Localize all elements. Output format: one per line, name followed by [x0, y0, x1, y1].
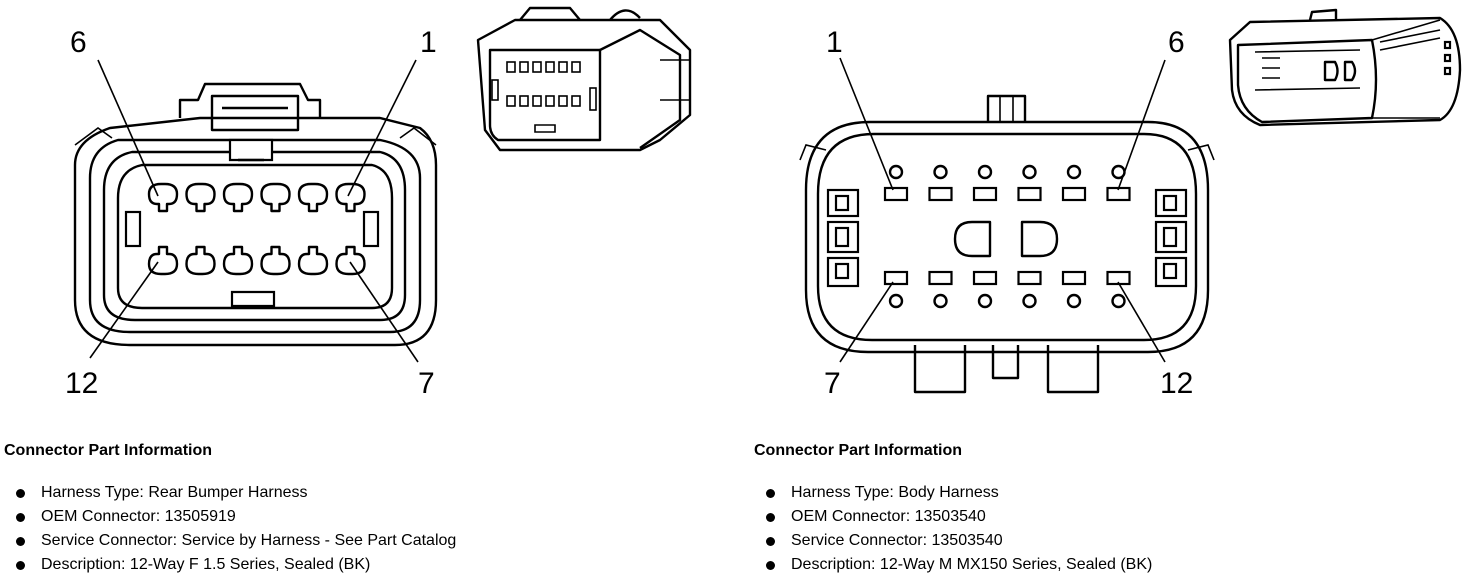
- left-pin-label-1: 1: [420, 26, 437, 59]
- left-connector-3d-view: [476, 6, 692, 152]
- bullet-icon: [16, 489, 25, 498]
- left-cavity-top: [147, 182, 179, 213]
- left-cavity-group: [147, 182, 366, 276]
- bullet-icon: [766, 537, 775, 546]
- left-cavity-top: [335, 182, 366, 213]
- right-pin-label-12: 12: [1160, 367, 1193, 400]
- left-3d-key: [589, 87, 597, 111]
- left-connector-face: 6 1 12 7: [65, 26, 438, 400]
- left-pin-label-6: 6: [70, 26, 87, 59]
- left-3d-cavity: [558, 95, 568, 107]
- left-3d-cavity-group: [491, 61, 597, 111]
- right-pin-hole-bottom: [1111, 293, 1126, 309]
- left-3d-cavity: [545, 95, 555, 107]
- left-3d-key: [491, 79, 499, 101]
- right-pin-bottom: [1017, 270, 1042, 286]
- bullet-icon: [766, 561, 775, 570]
- left-cavity-top: [222, 182, 254, 213]
- right-pin-top: [972, 186, 998, 202]
- list-item: Description: 12-Way F 1.5 Series, Sealed…: [4, 553, 704, 577]
- left-pin-label-12: 12: [65, 367, 98, 400]
- bullet-icon: [16, 513, 25, 522]
- right-pin-bottom: [1061, 270, 1087, 286]
- left-3d-cavity: [558, 61, 568, 73]
- connector-diagram: 6 1 12 7: [65, 6, 1462, 400]
- right-pin-hole-top: [888, 164, 904, 180]
- left-cavity-top: [260, 182, 291, 213]
- right-pin-bottom: [928, 270, 953, 286]
- left-3d-cavity: [532, 95, 542, 107]
- left-cavity-top: [297, 182, 329, 213]
- list-item: Description: 12-Way M MX150 Series, Seal…: [754, 553, 1454, 577]
- right-pin-hole-bottom: [1066, 293, 1082, 309]
- right-pin-hole-top: [933, 164, 948, 180]
- bullet-icon: [16, 537, 25, 546]
- right-info-list: Harness Type: Body Harness OEM Connector…: [754, 481, 1454, 577]
- bullet-icon: [766, 489, 775, 498]
- right-pin-top: [928, 186, 953, 202]
- left-info-heading: Connector Part Information: [4, 442, 213, 459]
- right-pin-hole-bottom: [977, 293, 993, 309]
- left-cavity-bottom: [185, 245, 216, 276]
- right-pin-hole-bottom: [933, 293, 948, 309]
- right-pin-top: [883, 186, 909, 202]
- left-3d-cavity: [519, 61, 529, 73]
- right-connector-3d-view: [1228, 8, 1462, 127]
- list-item: Harness Type: Rear Bumper Harness: [4, 481, 704, 505]
- left-3d-cavity: [571, 95, 581, 107]
- right-pin-bottom: [972, 270, 998, 286]
- bullet-icon: [16, 561, 25, 570]
- right-pin-hole-top: [1066, 164, 1082, 180]
- right-connector-info: Connector Part Information Harness Type:…: [754, 442, 1454, 577]
- left-cavity-bottom: [297, 245, 329, 276]
- bullet-icon: [766, 513, 775, 522]
- right-pin-label-1: 1: [826, 26, 843, 59]
- left-3d-cavity: [506, 61, 516, 73]
- left-3d-cavity: [506, 95, 516, 107]
- right-pin-top: [1017, 186, 1042, 202]
- left-cavity-bottom: [335, 245, 366, 276]
- left-cavity-bottom: [147, 245, 179, 276]
- right-pin-label-6: 6: [1168, 26, 1185, 59]
- left-cavity-bottom: [260, 245, 291, 276]
- list-item: Service Connector: Service by Harness - …: [4, 529, 704, 553]
- left-pin-label-7: 7: [418, 367, 435, 400]
- left-cavity-bottom: [222, 245, 254, 276]
- right-side-latches: [826, 188, 1188, 288]
- list-item: Service Connector: 13503540: [754, 529, 1454, 553]
- right-pin-top: [1061, 186, 1087, 202]
- list-item: Harness Type: Body Harness: [754, 481, 1454, 505]
- list-item: OEM Connector: 13505919: [4, 505, 704, 529]
- left-3d-cavity: [571, 61, 581, 73]
- left-3d-cavity: [532, 61, 542, 73]
- left-3d-cavity: [519, 95, 529, 107]
- right-pin-bottom: [883, 270, 909, 286]
- left-info-list: Harness Type: Rear Bumper Harness OEM Co…: [4, 481, 704, 577]
- right-pin-label-7: 7: [824, 367, 841, 400]
- left-connector-info: Connector Part Information Harness Type:…: [4, 442, 704, 577]
- left-cavity-top: [185, 182, 216, 213]
- list-item: OEM Connector: 13503540: [754, 505, 1454, 529]
- right-pin-hole-top: [1022, 164, 1037, 180]
- right-info-heading: Connector Part Information: [754, 442, 963, 459]
- right-pin-hole-top: [977, 164, 993, 180]
- right-pin-group: [883, 164, 1131, 309]
- right-connector-face: 1 6 7 12: [799, 26, 1215, 400]
- right-pin-hole-bottom: [1022, 293, 1037, 309]
- left-3d-cavity: [545, 61, 555, 73]
- right-pin-hole-bottom: [888, 293, 904, 309]
